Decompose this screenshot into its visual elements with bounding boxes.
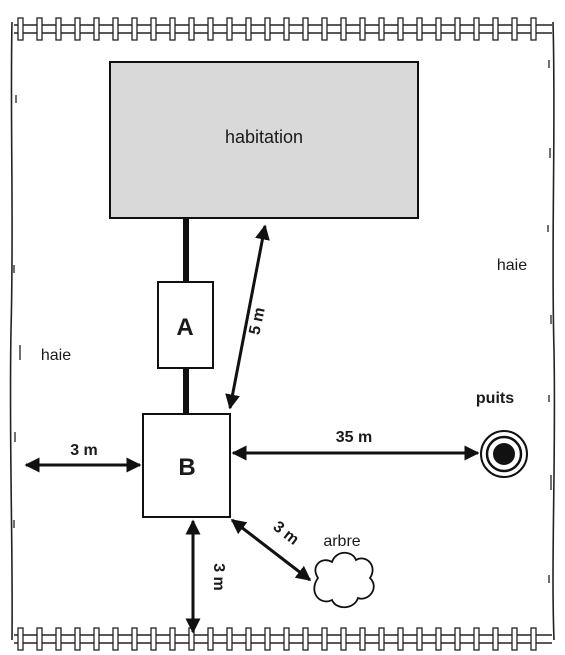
house-label: habitation xyxy=(225,127,303,147)
fence-post xyxy=(264,17,271,41)
fence-post xyxy=(397,627,404,651)
fence-post xyxy=(416,17,423,41)
fence-post xyxy=(93,627,100,651)
fence-post xyxy=(245,627,252,651)
fence-post xyxy=(397,17,404,41)
fence-post xyxy=(473,627,480,651)
box-a-label: A xyxy=(176,314,193,341)
fence-post xyxy=(112,17,119,41)
fence-post xyxy=(321,17,328,41)
fence-post xyxy=(530,17,537,41)
fence-post xyxy=(454,17,461,41)
bottom-fence xyxy=(14,627,552,651)
fence-post xyxy=(131,17,138,41)
fence-post xyxy=(169,627,176,651)
fence-post xyxy=(359,627,366,651)
fence-post xyxy=(112,627,119,651)
fence-post xyxy=(55,627,62,651)
fence-post xyxy=(36,17,43,41)
fence-post xyxy=(207,627,214,651)
fence-post xyxy=(435,627,442,651)
fence-post xyxy=(188,17,195,41)
fence-post xyxy=(17,17,24,41)
house xyxy=(109,61,419,219)
fence-post xyxy=(17,627,24,651)
fence-post xyxy=(435,17,442,41)
fence-post xyxy=(226,627,233,651)
fence-post xyxy=(340,627,347,651)
fence-post xyxy=(283,17,290,41)
distance-b-to-well: 35 m xyxy=(336,429,372,446)
fence-post xyxy=(207,17,214,41)
fence-post xyxy=(473,17,480,41)
arrow-b-to-tree xyxy=(230,518,312,582)
box-b xyxy=(142,413,231,518)
fence-post xyxy=(530,627,537,651)
fence-post xyxy=(245,17,252,41)
fence-post xyxy=(340,17,347,41)
fence-post xyxy=(321,627,328,651)
distance-b-to-bottom-fence: 3 m xyxy=(210,563,227,591)
fence-post xyxy=(454,627,461,651)
fence-post xyxy=(150,627,157,651)
fence-post xyxy=(416,627,423,651)
fence-post xyxy=(511,627,518,651)
tree-label: arbre xyxy=(323,533,360,550)
well-label: puits xyxy=(476,390,514,407)
distance-b-to-tree: 3 m xyxy=(270,518,302,548)
fence-post xyxy=(264,627,271,651)
left-fence xyxy=(9,21,13,641)
fence-post xyxy=(302,627,309,651)
fence-post xyxy=(359,17,366,41)
box-a xyxy=(157,281,214,369)
hedge-ticks xyxy=(13,60,552,583)
fence-post xyxy=(150,17,157,41)
hedge-right-label: haie xyxy=(497,257,527,274)
fence-post xyxy=(492,627,499,651)
fence-post xyxy=(36,627,43,651)
fence-post xyxy=(378,627,385,651)
distance-house-to-b: 5 m xyxy=(246,306,268,337)
distance-left-hedge-to-b: 3 m xyxy=(70,442,98,459)
fence-post xyxy=(283,627,290,651)
fence-post xyxy=(131,627,138,651)
well-icon xyxy=(480,430,528,478)
fence-post xyxy=(55,17,62,41)
fence-post xyxy=(511,17,518,41)
hedge-left-label: haie xyxy=(41,347,71,364)
right-fence xyxy=(552,21,556,641)
top-fence xyxy=(14,17,552,41)
arrow-house-to-b xyxy=(225,224,270,410)
fence-post xyxy=(226,17,233,41)
fence-post xyxy=(302,17,309,41)
box-b-label: B xyxy=(178,454,195,481)
fence-post xyxy=(74,17,81,41)
fence-post xyxy=(378,17,385,41)
fence-post xyxy=(492,17,499,41)
tree-icon xyxy=(313,551,375,609)
fence-post xyxy=(74,627,81,651)
fence-post xyxy=(93,17,100,41)
fence-post xyxy=(169,17,176,41)
